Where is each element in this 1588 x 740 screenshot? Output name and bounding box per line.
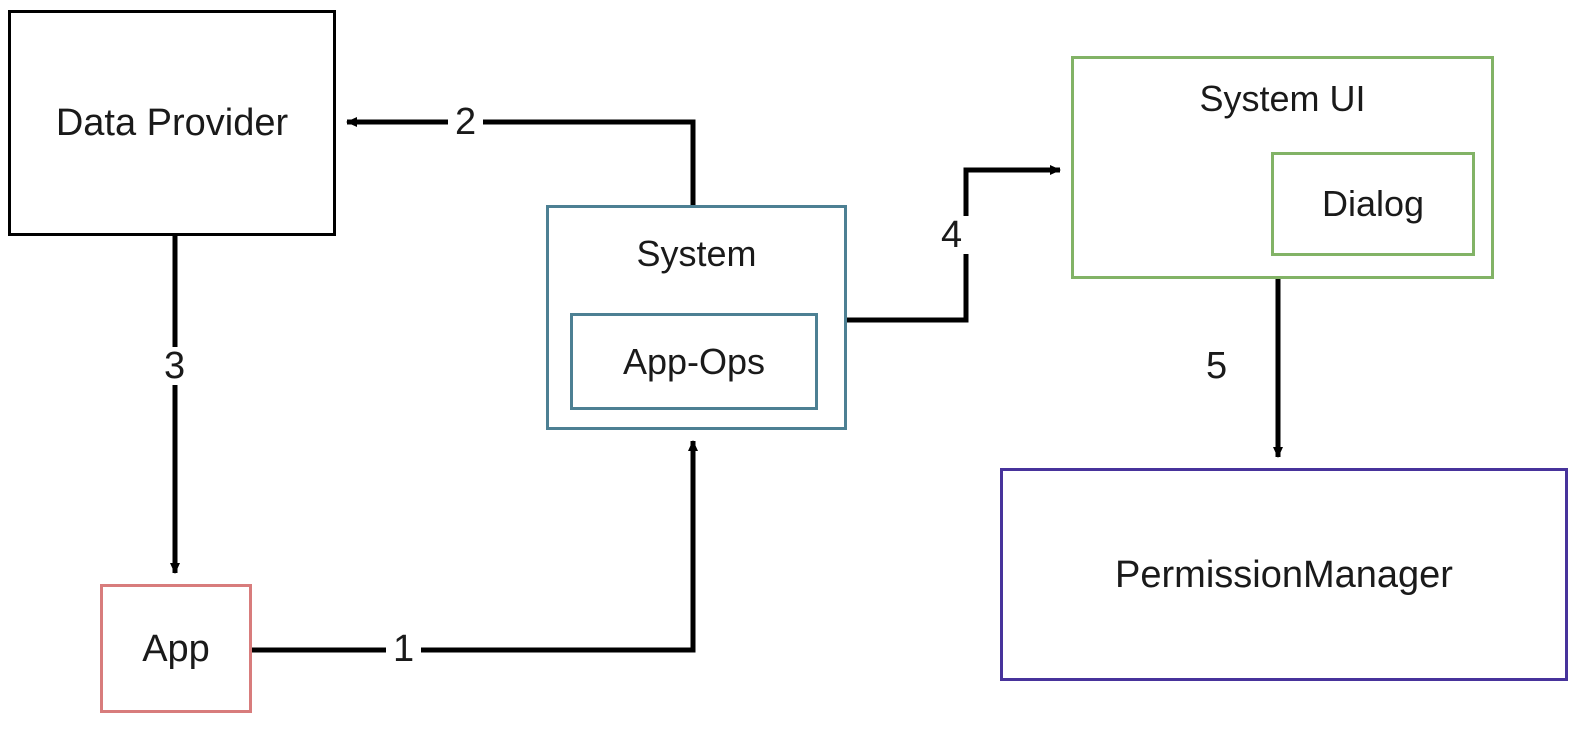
node-system-ui-label: System UI — [1199, 78, 1366, 119]
node-app[interactable]: App — [100, 584, 252, 713]
edge-1-path — [252, 440, 698, 653]
node-app-ops[interactable]: App-Ops — [570, 313, 818, 410]
node-data-provider[interactable]: Data Provider — [8, 10, 336, 236]
node-permission-manager[interactable]: PermissionManager — [1000, 468, 1568, 681]
node-system-label: System — [636, 233, 757, 274]
node-data-provider-label: Data Provider — [55, 102, 289, 144]
edge-2-path — [346, 117, 696, 205]
edge-label-4: 4 — [934, 216, 970, 254]
node-dialog-label: Dialog — [1321, 183, 1425, 224]
node-permission-manager-label: PermissionManager — [1115, 553, 1453, 596]
node-dialog[interactable]: Dialog — [1271, 152, 1475, 256]
edge-label-2: 2 — [448, 103, 484, 141]
edge-label-5: 5 — [1199, 347, 1235, 385]
node-app-ops-label: App-Ops — [622, 340, 766, 382]
node-app-label: App — [142, 627, 210, 670]
edge-label-3: 3 — [157, 347, 193, 385]
edge-label-1: 1 — [386, 630, 422, 668]
